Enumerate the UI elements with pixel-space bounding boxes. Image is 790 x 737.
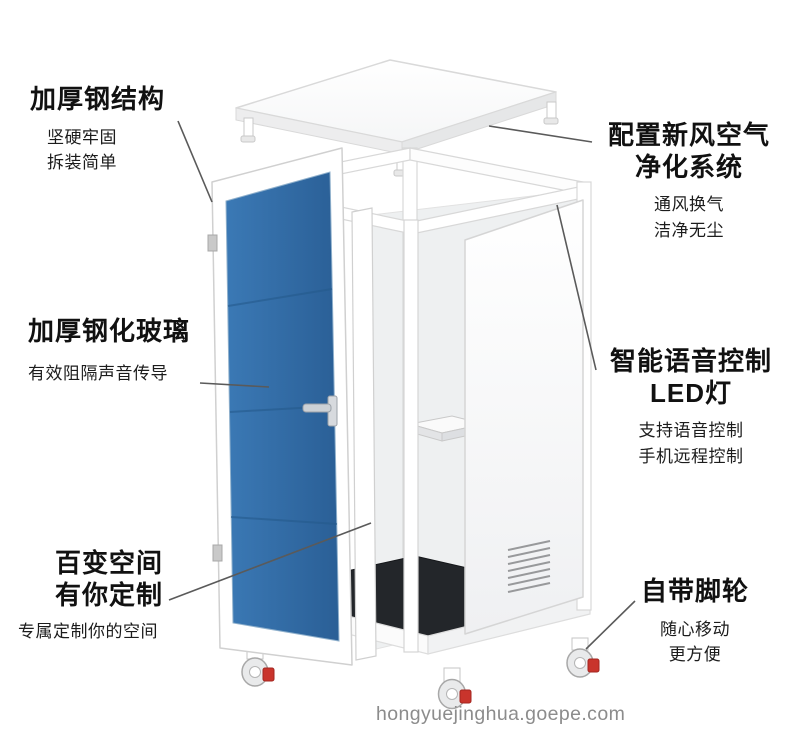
door-hinge	[207, 234, 218, 252]
callout-line-glass	[199, 382, 270, 388]
annotation-title: 自带脚轮	[640, 576, 749, 606]
annotation-tempered-glass: 加厚钢化玻璃 有效阻隔声音传导	[28, 316, 190, 386]
booth-lid	[235, 59, 559, 177]
door-glass	[225, 171, 340, 642]
vent-grille	[507, 540, 551, 593]
callout-line-air	[488, 125, 593, 143]
callout-lines	[168, 120, 636, 650]
top-beam-back-right	[409, 147, 584, 195]
caster-wheel-front	[437, 667, 472, 710]
annotation-desc: 坚硬牢固 拆装简单	[47, 127, 117, 173]
annotation-title: 加厚钢化玻璃	[28, 316, 191, 346]
annotation-voice-control-led: 智能语音控制 LED灯 支持语音控制 手机远程控制	[596, 346, 786, 469]
callout-line-caster	[585, 600, 636, 650]
annotation-title: 加厚钢结构	[30, 84, 166, 114]
caster-wheel-right	[566, 637, 600, 678]
annotation-custom-space: 百变空间 有你定制 专属定制你的空间	[18, 548, 196, 645]
caster-brake	[262, 667, 275, 682]
annotation-casters: 自带脚轮 随心移动 更方便	[636, 576, 754, 668]
door-hinge	[212, 544, 223, 562]
annotation-title: 百变空间 有你定制	[55, 548, 164, 610]
booth-door	[207, 147, 353, 666]
annotation-desc: 专属定制你的空间	[18, 622, 158, 642]
callout-line-custom	[168, 522, 372, 601]
caster-brake	[459, 689, 472, 704]
door-jamb	[351, 207, 377, 661]
right-side-panel	[464, 199, 584, 635]
watermark: hongyuejinghua.goepe.com	[376, 703, 626, 725]
annotation-title: 配置新风空气 净化系统	[607, 120, 770, 182]
front-corner-post	[403, 219, 419, 653]
caster-brake	[587, 658, 600, 673]
callout-line-steel	[177, 120, 213, 203]
lid-peg	[240, 117, 256, 143]
annotation-air-purification: 配置新风空气 净化系统 通风换气 洁净无尘	[598, 120, 780, 243]
annotation-desc: 通风换气 洁净无尘	[654, 195, 724, 240]
annotation-desc: 有效阻隔声音传导	[28, 363, 168, 383]
door-handle	[302, 395, 338, 427]
annotation-desc: 支持语音控制 手机远程控制	[638, 421, 744, 466]
lid-peg	[543, 101, 559, 125]
annotation-desc: 随心移动 更方便	[660, 619, 730, 665]
callout-line-voice	[556, 204, 597, 371]
annotation-steel-structure: 加厚钢结构 坚硬牢固 拆装简单	[30, 84, 165, 176]
annotation-title: 智能语音控制 LED灯	[609, 346, 772, 408]
